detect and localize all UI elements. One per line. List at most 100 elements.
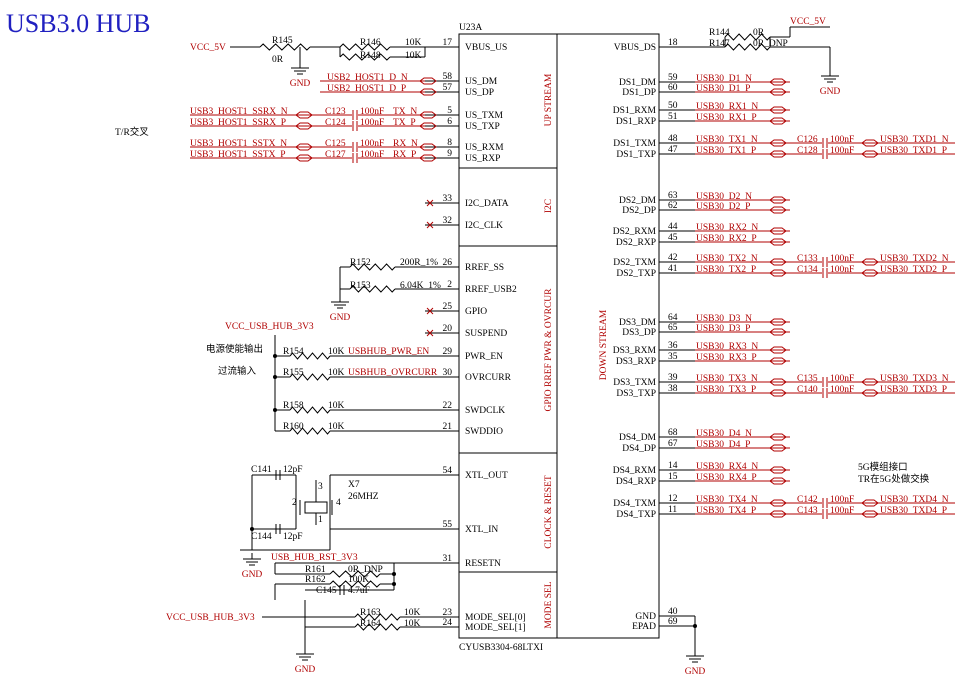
net-label: USB30_TX2_P (696, 265, 756, 275)
crystal-value: 26MHZ (348, 492, 379, 502)
res-ref: R163 (360, 608, 381, 618)
pin-number: 51 (668, 112, 678, 122)
pin-name: DS1_RXM (613, 106, 657, 116)
cap-value: 100nF (830, 374, 854, 384)
resistor-symbol (354, 613, 401, 621)
pin-number: 20 (443, 324, 453, 334)
pin-number: 63 (668, 191, 678, 201)
cap-ref: C128 (797, 146, 818, 156)
offpage-connector (861, 499, 879, 507)
net-label: USB30_TXD4_P (880, 506, 947, 516)
offpage-connector (769, 328, 787, 336)
pin-number: 14 (668, 461, 678, 471)
fiveg-note: 5G模组接口 (858, 461, 908, 473)
res-ref: R153 (350, 281, 371, 291)
offpage-connector (419, 77, 437, 85)
net-label: USB3_HOST1_SSRX_P (190, 118, 286, 128)
crystal-pin: 4 (336, 498, 341, 508)
offpage-connector (769, 477, 787, 485)
res-value: 0R (753, 28, 765, 38)
offpage-connector (861, 389, 879, 397)
pin-number: 64 (668, 313, 678, 323)
offpage-connector (419, 143, 437, 151)
offpage-connector (769, 499, 787, 507)
power-label: VCC_USB_HUB_3V3 (166, 613, 255, 623)
pin-name: DS4_DM (619, 433, 657, 443)
net-label: USB30_TXD4_N (880, 495, 949, 505)
pin-name: US_RXP (465, 154, 500, 164)
offpage-connector (769, 106, 787, 114)
resistor-symbol (724, 43, 771, 51)
res-ref: R162 (305, 575, 326, 585)
cap-value: 100nF (830, 254, 854, 264)
power-label: USB_HUB_RST_3V3 (271, 553, 358, 563)
cap-value: 100nF (830, 495, 854, 505)
resistor-symbol (349, 285, 396, 293)
cap-value: 100nF (360, 118, 384, 128)
net-label: USB30_TXD3_N (880, 374, 949, 384)
net-label: USB30_D1_P (696, 84, 750, 94)
net-label: USB30_D3_N (696, 314, 752, 324)
res-ref: R161 (305, 565, 326, 575)
cap-value: 12pF (283, 532, 303, 542)
offpage-connector (769, 206, 787, 214)
chip-part: CYUSB3304-68LTXI (459, 643, 543, 653)
junction-dot (392, 572, 396, 576)
resistor-symbol (349, 263, 396, 271)
pin-number: 45 (668, 233, 678, 243)
res-value: 10K (404, 608, 421, 618)
offpage-connector (295, 111, 313, 119)
pin-name: MODE_SEL[1] (465, 623, 526, 633)
chip-section-label: MODE SEL (544, 581, 554, 628)
pin-name: DS2_TXP (616, 269, 656, 279)
pin-number: 68 (668, 428, 678, 438)
offpage-connector (769, 227, 787, 235)
res-ref: R155 (283, 368, 304, 378)
cap-ref: C126 (797, 135, 818, 145)
pin-number: 5 (447, 106, 452, 116)
pin-name: XTL_OUT (465, 471, 508, 481)
no-connect-mark (426, 307, 434, 315)
offpage-connector (769, 150, 787, 158)
pin-name: SWDDIO (465, 427, 503, 437)
net-label: USB3_HOST1_SSRX_N (190, 107, 288, 117)
pin-name: DS2_RXP (616, 238, 656, 248)
res-value: 10K (328, 401, 345, 411)
pin-name: RREF_USB2 (465, 285, 517, 295)
pin-number: 62 (668, 201, 678, 211)
pin-number: 26 (443, 258, 453, 268)
pin-name: DS1_RXP (616, 117, 656, 127)
offpage-connector (419, 154, 437, 162)
pin-number: 60 (668, 83, 678, 93)
pin-name: DS1_TXP (616, 150, 656, 160)
net-label: TX_N (393, 107, 417, 117)
cap-value: 100nF (360, 139, 384, 149)
power-label: VCC_5V (190, 43, 226, 53)
pin-number: 8 (447, 138, 452, 148)
gnd-label: GND (242, 570, 263, 580)
offpage-connector (769, 238, 787, 246)
res-value: 6.04K_1% (400, 281, 441, 291)
offpage-connector (861, 139, 879, 147)
net-label: USB30_RX3_P (696, 353, 757, 363)
pin-name: I2C_CLK (465, 221, 503, 231)
cap-ref: C127 (325, 150, 346, 160)
pin-name: US_RXM (465, 143, 504, 153)
pin-name: VBUS_DS (614, 43, 656, 53)
net-label: USB30_RX2_P (696, 234, 757, 244)
pin-name: DS3_RXP (616, 357, 656, 367)
pin-name: DS1_DM (619, 78, 657, 88)
pin-name: SUSPEND (465, 329, 507, 339)
pin-name: DS3_TXM (613, 378, 656, 388)
offpage-connector (861, 378, 879, 386)
crystal-ref: X7 (348, 480, 360, 490)
chip-body (458, 33, 660, 639)
cap-ref: C140 (797, 385, 818, 395)
offpage-connector (769, 196, 787, 204)
cap-ref: C123 (325, 107, 346, 117)
pin-number: 18 (668, 38, 678, 48)
pin-number: 22 (443, 401, 453, 411)
res-ref: R158 (283, 401, 304, 411)
pin-name: DS4_TXM (613, 499, 656, 509)
pin-name: SWDCLK (465, 406, 505, 416)
